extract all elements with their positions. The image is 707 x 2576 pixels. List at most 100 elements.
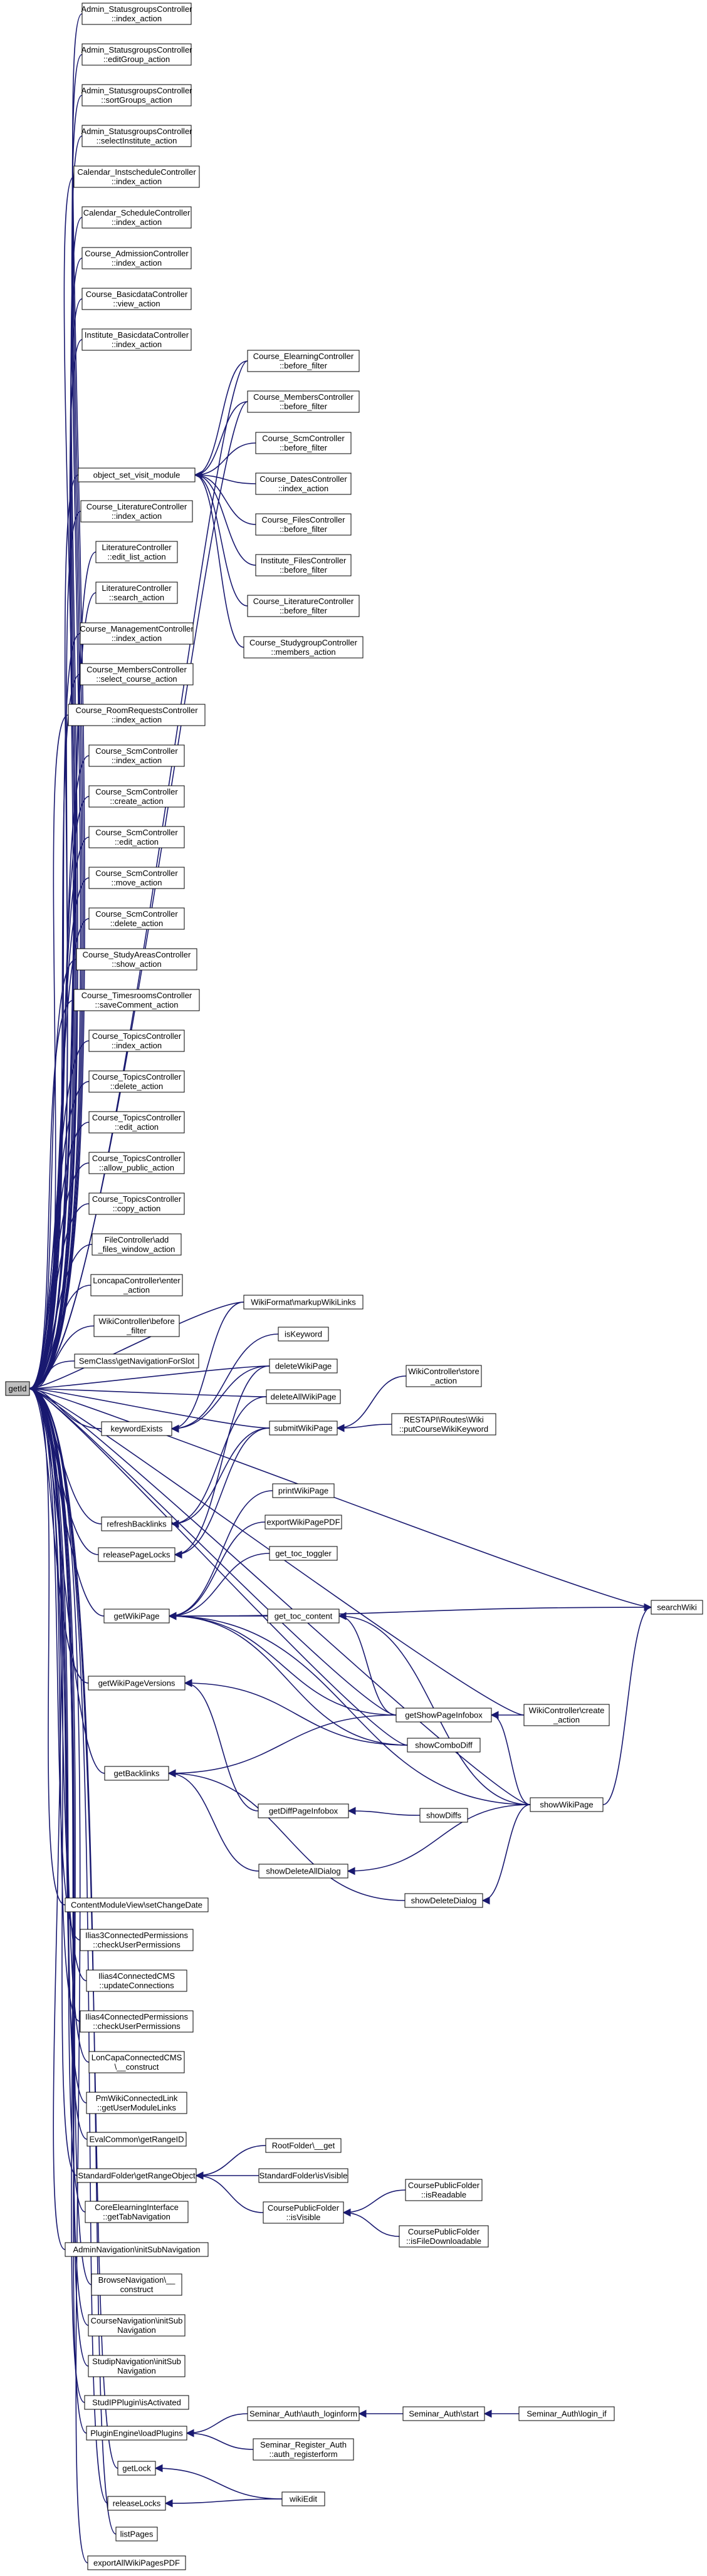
node-n21[interactable]: LiteratureController::search_action [95,581,178,604]
node-n37[interactable]: FileController\add_files_window_action [92,1233,182,1256]
node-n47[interactable]: submitWikiPage [269,1421,338,1436]
node-n66[interactable]: showDeleteDialog [404,1893,483,1908]
node-label-line: Course_ScmController [95,746,178,756]
node-n39[interactable]: WikiController\before_filter [93,1315,180,1337]
node-n32[interactable]: Course_TopicsController::index_action [88,1030,185,1052]
node-n29[interactable]: Course_ScmController::delete_action [88,907,185,930]
node-n56[interactable]: get_toc_content [267,1609,340,1624]
node-n61[interactable]: getBacklinks [104,1766,169,1781]
node-n13[interactable]: Course_ScmController::before_filter [255,432,352,454]
node-n3[interactable]: Admin_StatusgroupsController::sortGroups… [81,84,192,107]
node-n40[interactable]: SemClass\getNavigationForSlot [74,1353,199,1369]
node-n82[interactable]: BrowseNavigation\__construct [91,2273,182,2296]
node-n45[interactable]: deleteAllWikiPage [266,1389,341,1404]
node-n23[interactable]: Course_MembersController::select_course_… [80,663,194,686]
node-n85[interactable]: StudIPPlugin\isActivated [84,2395,189,2410]
node-n52[interactable]: releasePageLocks [98,1547,175,1562]
node-n76[interactable]: StandardFolder\isVisible [258,2168,348,2183]
node-n7[interactable]: Course_AdmissionController::index_action [81,247,192,269]
node-n65[interactable]: showDeleteAllDialog [258,1864,348,1879]
node-n89[interactable]: PluginEngine\loadPlugins [86,2426,187,2441]
node-n92[interactable]: wikiEdit [281,2491,325,2506]
node-label-line: ::getTabNavigation [103,2212,170,2221]
node-n71[interactable]: LonCapaConnectedCMS\__construct [88,2051,185,2073]
node-n20[interactable]: LiteratureController::edit_list_action [95,541,178,563]
node-n16[interactable]: Institute_FilesController::before_filter [255,554,352,576]
node-n58[interactable]: WikiController\create_action [523,1704,610,1726]
node-n77[interactable]: CoursePublicFolder::isReadable [405,2179,483,2201]
node-n15[interactable]: Course_FilesController::before_filter [255,513,352,536]
node-n41[interactable]: WikiFormat\markupWikiLinks [243,1295,364,1310]
node-n25[interactable]: Course_ScmController::index_action [88,744,185,767]
node-n74[interactable]: RootFolder\__get [265,2138,342,2153]
node-n91[interactable]: getLock [117,2461,156,2476]
node-n59[interactable]: getWikiPageVersions [88,1676,186,1691]
node-n69[interactable]: Ilias4ConnectedCMS::updateConnections [86,1969,187,1992]
node-n43[interactable]: isKeyword [278,1327,329,1342]
node-n72[interactable]: PmWikiConnectedLink::getUserModuleLinks [86,2092,187,2114]
node-n79[interactable]: CoreElearningInterface::getTabNavigation [85,2201,189,2223]
node-n60[interactable]: showComboDiff [407,1738,481,1753]
node-n2[interactable]: Admin_StatusgroupsController::editGroup_… [81,43,192,66]
node-n42[interactable]: keywordExists [101,1421,172,1436]
node-n4[interactable]: Admin_StatusgroupsController::selectInst… [81,125,192,147]
node-n11[interactable]: Course_MembersController::before_filter [247,390,360,413]
node-n5[interactable]: Calendar_InstscheduleController::index_a… [73,165,200,188]
node-n17[interactable]: Course_LiteratureController::before_filt… [247,595,360,617]
node-n64[interactable]: showDiffs [419,1808,468,1823]
node-n90[interactable]: Seminar_Register_Auth::auth_registerform [253,2438,354,2461]
node-n48[interactable]: RESTAPI\Routes\Wiki::putCourseWikiKeywor… [391,1413,496,1436]
node-n95[interactable]: exportAllWikiPagesPDF [87,2555,186,2570]
node-n35[interactable]: Course_TopicsController::allow_public_ac… [88,1152,185,1174]
node-n81[interactable]: AdminNavigation\initSubNavigation [65,2242,209,2257]
edge-n45-to-n49 [170,1396,267,1528]
node-n34[interactable]: Course_TopicsController::edit_action [88,1111,185,1134]
node-n57[interactable]: getShowPageInfobox [395,1708,492,1723]
node-n30[interactable]: Course_StudyAreasController::show_action [76,948,197,971]
node-n1[interactable]: Admin_StatusgroupsController::index_acti… [81,3,192,25]
edge-n50-to-n55 [168,1490,273,1620]
node-n75[interactable]: StandardFolder\getRangeObject [76,2168,197,2183]
node-n49[interactable]: refreshBacklinks [101,1516,172,1531]
node-n6[interactable]: Calendar_ScheduleController::index_actio… [81,206,192,229]
node-n68[interactable]: Ilias3ConnectedPermissions::checkUserPer… [80,1929,194,1951]
node-n86[interactable]: Seminar_Auth\auth_loginform [247,2406,360,2421]
node-n73[interactable]: EvalCommon\getRangeID [86,2132,187,2147]
node-n31[interactable]: Course_TimesroomsController::saveComment… [73,989,200,1011]
node-n67[interactable]: ContentModuleView\setChangeDate [65,1897,209,1912]
node-n18[interactable]: Course_StudygroupController::members_act… [243,636,364,659]
node-n36[interactable]: Course_TopicsController::copy_action [88,1192,185,1215]
node-n84[interactable]: StudipNavigation\initSubNavigation [88,2355,186,2377]
node-n28[interactable]: Course_ScmController::move_action [88,867,185,889]
node-n63[interactable]: getDiffPageInfobox [258,1803,349,1818]
node-n9[interactable]: Institute_BasicdataController::index_act… [81,328,192,351]
node-n27[interactable]: Course_ScmController::edit_action [88,826,185,848]
node-n87[interactable]: Seminar_Auth\start [402,2406,485,2421]
node-n8[interactable]: Course_BasicdataController::view_action [81,288,192,310]
node-n54[interactable]: searchWiki [651,1600,703,1615]
node-n88[interactable]: Seminar_Auth\login_if [518,2406,615,2421]
node-n93[interactable]: releaseLocks [107,2496,166,2511]
node-n14[interactable]: Course_DatesController::index_action [255,472,352,495]
node-n46[interactable]: WikiController\store_action [406,1365,482,1387]
node-n94[interactable]: listPages [115,2526,158,2542]
node-n80[interactable]: CoursePublicFolder::isFileDownloadable [399,2225,489,2248]
node-getId[interactable]: getId [5,1381,30,1396]
node-n83[interactable]: CourseNavigation\initSubNavigation [88,2314,186,2337]
node-n62[interactable]: showWikiPage [530,1797,604,1812]
node-n44[interactable]: deleteWikiPage [269,1358,338,1374]
node-n55[interactable]: getWikiPage [103,1609,170,1624]
node-n50[interactable]: printWikiPage [272,1483,335,1498]
node-n26[interactable]: Course_ScmController::create_action [88,785,185,808]
node-n70[interactable]: Ilias4ConnectedPermissions::checkUserPer… [80,2010,194,2033]
node-n19[interactable]: Course_LiteratureController::index_actio… [80,500,193,523]
node-n33[interactable]: Course_TopicsController::delete_action [88,1070,185,1093]
node-n51[interactable]: exportWikiPagePDF [264,1515,342,1530]
node-n53[interactable]: get_toc_toggler [269,1546,338,1561]
node-n22[interactable]: Course_ManagementController::index_actio… [80,622,194,645]
node-n10[interactable]: Course_ElearningController::before_filte… [247,350,360,372]
node-n78[interactable]: CoursePublicFolder::isVisible [263,2201,344,2224]
node-n12[interactable]: object_set_visit_module [78,467,196,482]
node-n38[interactable]: LoncapaController\enter_action [90,1274,183,1296]
node-n24[interactable]: Course_RoomRequestsController::index_act… [68,704,206,726]
